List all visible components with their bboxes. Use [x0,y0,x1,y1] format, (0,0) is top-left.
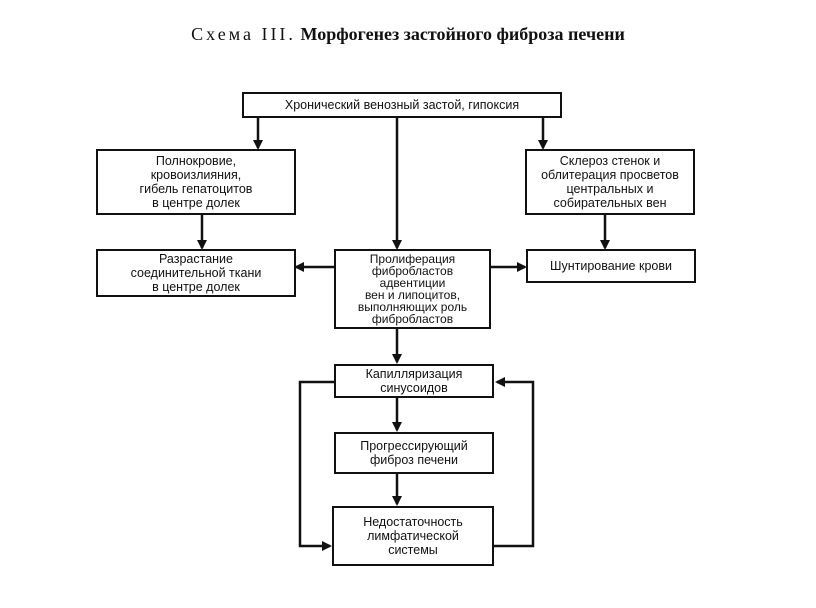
arrow-loop-left [298,380,335,551]
arrow-loop-right [493,377,535,548]
node-connective-tissue: Разрастание соединительной ткани в центр… [96,249,296,297]
diagram-title: Схема III. Морфогенез застойного фиброза… [0,24,816,45]
diagram-title-text: Морфогенез застойного фиброза печени [300,24,625,44]
node-proliferation: Пролиферация фибробластов адвентиции вен… [334,249,491,329]
node-capillarization: Капилляризация синусоидов [334,364,494,398]
node-shunting: Шунтирование крови [526,249,696,283]
node-chronic-congestion: Хронический венозный застой, гипоксия [242,92,562,118]
node-sclerosis: Склероз стенок и облитерация просветов ц… [525,149,695,215]
node-plethora: Полнокровие, кровоизлияния, гибель гепат… [96,149,296,215]
node-lymphatic-insufficiency: Недостаточность лимфатической системы [332,506,494,566]
node-progressive-fibrosis: Прогрессирующий фиброз печени [334,432,494,474]
diagram-title-prefix: Схема III. [191,24,296,44]
